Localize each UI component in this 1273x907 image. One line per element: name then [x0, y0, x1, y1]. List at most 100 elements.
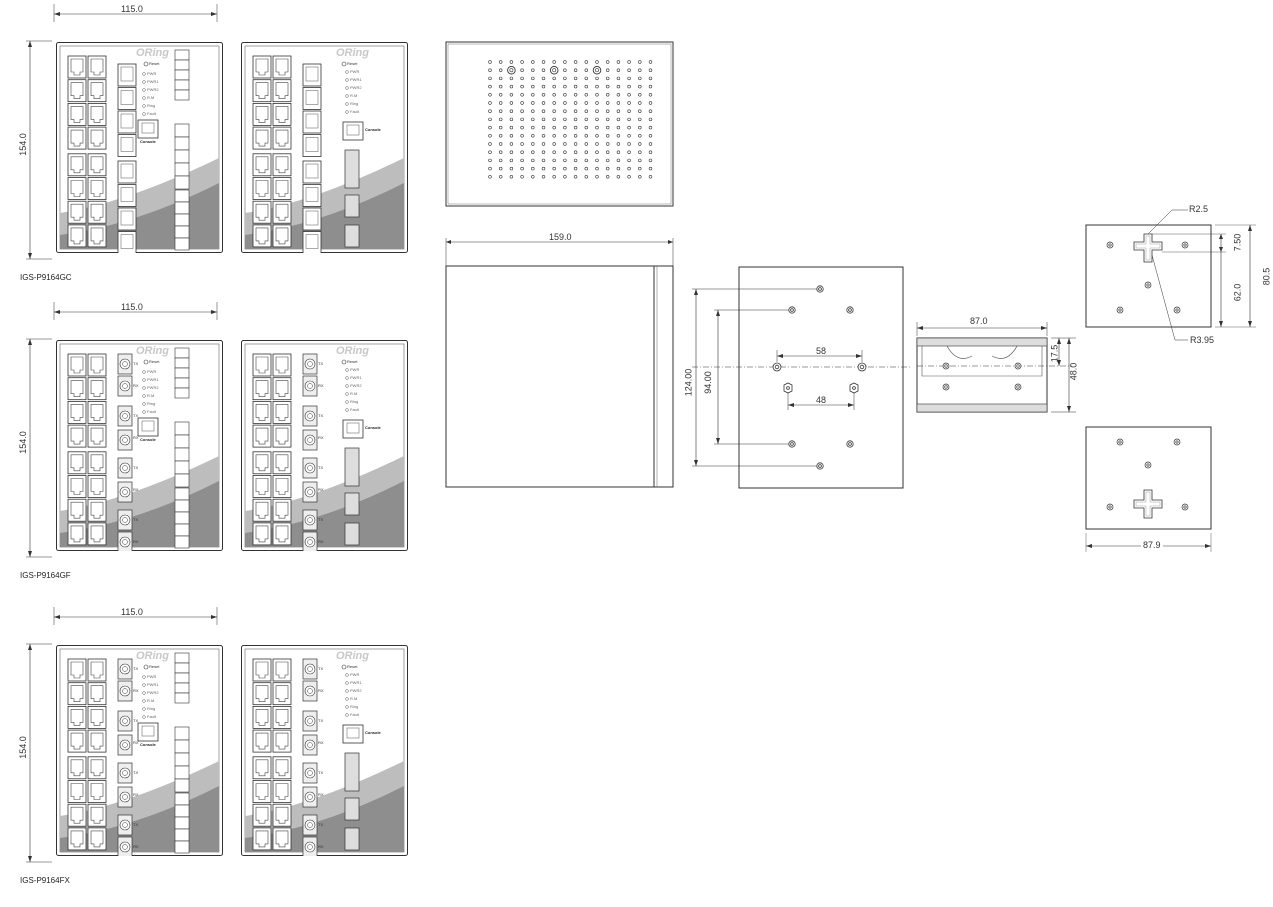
- rj45-port: [87, 401, 107, 424]
- led-label: Fault: [147, 409, 156, 414]
- vent-hole: [616, 142, 621, 146]
- width-label: 115.0: [121, 607, 143, 617]
- power-terminal: [174, 189, 190, 203]
- led-label: R.M: [350, 93, 358, 98]
- din-rail-drawing: [916, 322, 1076, 413]
- rj45-port: [87, 682, 107, 706]
- fiber-core: [122, 437, 128, 443]
- rj45-jack: [275, 106, 289, 123]
- rj45-port: [272, 153, 292, 177]
- height-dimension: [26, 40, 52, 260]
- rj45-jack: [275, 806, 289, 824]
- vent-hole: [616, 76, 621, 81]
- vent-hole: [563, 158, 567, 163]
- rj45-jack: [90, 129, 104, 147]
- vent-hole: [520, 84, 524, 89]
- led-label: PWR2: [147, 690, 159, 695]
- vent-hole: [541, 125, 546, 130]
- rj45-port: [67, 475, 87, 498]
- combo-port-inner: [305, 187, 319, 202]
- rj45-port: [252, 153, 272, 177]
- vent-hole: [520, 150, 524, 154]
- rj45-port: [67, 153, 87, 177]
- rj45-jack: [255, 129, 269, 147]
- vent-hole: [498, 76, 503, 81]
- rj45-jack: [275, 427, 289, 445]
- rx-label: RX: [318, 539, 324, 544]
- rj45-jack: [70, 501, 84, 519]
- power-terminal: [174, 225, 190, 239]
- vent-hole: [595, 166, 599, 171]
- rj45-port: [67, 126, 87, 150]
- led-label: PWR2: [147, 87, 159, 92]
- vent-hole: [520, 125, 524, 130]
- led-label: PWR: [147, 369, 157, 374]
- vent-hole: [488, 158, 492, 163]
- rx-label: RX: [133, 844, 139, 849]
- power-terminal: [174, 816, 190, 830]
- brand-logo: ORing: [336, 345, 369, 357]
- led-label: Ring: [350, 101, 359, 106]
- rj45-port: [87, 200, 107, 224]
- vent-hole: [552, 175, 556, 179]
- vent-hole: [531, 125, 535, 130]
- rj45-jack: [70, 830, 84, 848]
- vent-hole: [584, 60, 589, 64]
- wall-dim-80-5: 80.5: [1261, 267, 1272, 286]
- rj45-port: [87, 756, 107, 780]
- rj45-port: [272, 177, 292, 200]
- led-label: Fault: [350, 109, 359, 114]
- rj45-jack: [90, 380, 104, 397]
- relay-terminal: [174, 672, 190, 684]
- led-indicator: [142, 683, 146, 687]
- fiber-core: [307, 465, 313, 471]
- relay-terminal: [174, 79, 190, 91]
- combo-port: [302, 87, 322, 110]
- vent-hole: [573, 68, 578, 72]
- vent-hole: [627, 158, 631, 163]
- combo-port-inner: [120, 163, 134, 179]
- vent-hole: [552, 166, 556, 171]
- led-indicator: [345, 376, 349, 380]
- rj45-port: [67, 756, 87, 780]
- vent-hole: [498, 175, 503, 179]
- height-dimension: [26, 338, 52, 558]
- combo-port: [117, 134, 137, 157]
- vent-hole: [488, 76, 492, 81]
- fiber-core: [307, 489, 313, 495]
- led-label: PWR1: [350, 375, 362, 380]
- vent-hole: [563, 68, 567, 72]
- vent-hole: [584, 117, 589, 122]
- vent-hole: [541, 93, 546, 97]
- vent-hole: [488, 166, 492, 171]
- rj45-port: [67, 79, 87, 103]
- rj45-jack: [90, 806, 104, 824]
- vent-hole: [595, 150, 599, 154]
- vent-hole: [648, 142, 653, 146]
- rj45-jack: [70, 380, 84, 397]
- width-dimension: [53, 302, 218, 320]
- vent-hole: [531, 166, 535, 171]
- led-indicator: [142, 88, 146, 92]
- combo-port: [117, 160, 137, 184]
- height-label: 154.0: [17, 133, 28, 156]
- console-port: [137, 722, 159, 742]
- vent-hole: [563, 150, 567, 154]
- power-terminal: [174, 136, 190, 151]
- vent-hole: [627, 117, 631, 122]
- reset-button: [341, 359, 347, 365]
- vent-hole: [509, 76, 514, 81]
- vent-hole: [638, 175, 642, 179]
- vent-hole: [531, 76, 535, 81]
- combo-port-inner: [305, 234, 319, 249]
- console-label: Console: [365, 127, 381, 132]
- rj45-port: [87, 153, 107, 177]
- fiber-core: [122, 666, 128, 672]
- led-indicator: [345, 70, 349, 74]
- vent-hole: [606, 109, 610, 113]
- vent-hole: [552, 101, 556, 105]
- rj45-jack: [70, 106, 84, 123]
- relay-terminal: [174, 377, 190, 389]
- fiber-core: [122, 465, 128, 471]
- rj45-jack: [275, 58, 289, 76]
